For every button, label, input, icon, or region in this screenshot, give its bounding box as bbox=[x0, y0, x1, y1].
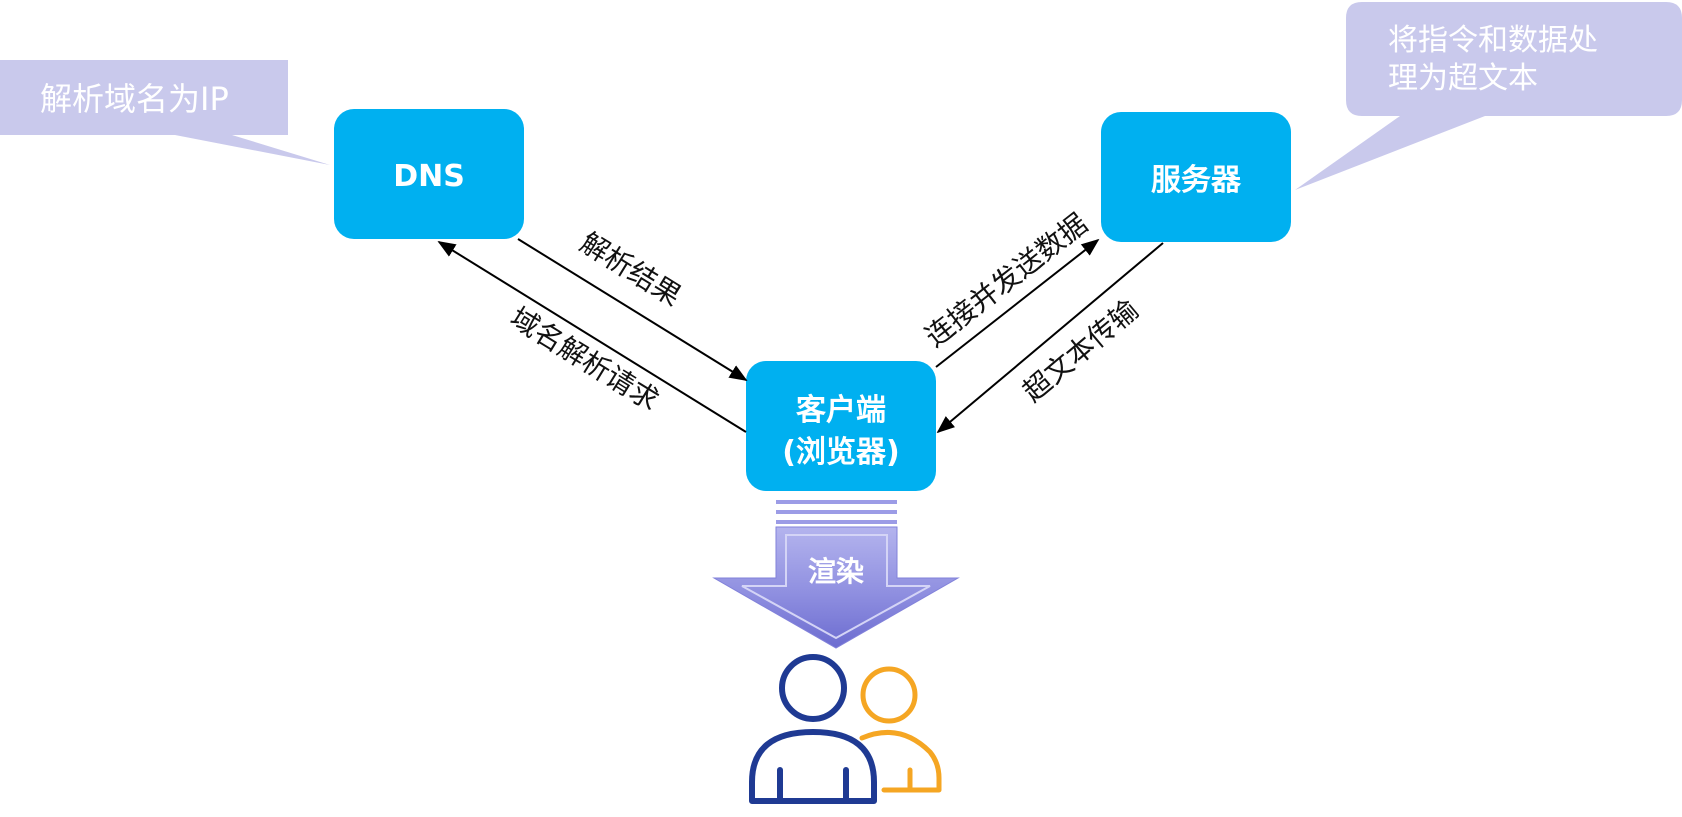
server-callout-line2: 理为超文本 bbox=[1388, 61, 1538, 96]
dns-callout: 解析域名为IP bbox=[0, 60, 330, 165]
client-node-label-line2: (浏览器) bbox=[782, 435, 899, 470]
server-node: 服务器 bbox=[1101, 112, 1291, 242]
edge-resolve-result-label: 解析结果 bbox=[574, 226, 687, 313]
render-stripe-2 bbox=[776, 510, 897, 514]
server-callout-bubble bbox=[1295, 2, 1682, 190]
dns-node: DNS bbox=[334, 109, 524, 239]
render-stripe-1 bbox=[776, 500, 897, 504]
dns-node-label: DNS bbox=[393, 159, 465, 194]
dns-callout-bubble bbox=[0, 60, 330, 165]
dns-node-box bbox=[334, 109, 524, 239]
render-arrow-shape bbox=[712, 526, 960, 649]
server-callout: 将指令和数据处 理为超文本 bbox=[1295, 2, 1682, 190]
client-node-box bbox=[746, 361, 936, 491]
user-secondary-icon bbox=[859, 666, 942, 793]
client-node: 客户端 (浏览器) bbox=[746, 361, 936, 491]
users-icon bbox=[749, 654, 942, 804]
user-primary-icon bbox=[749, 654, 877, 804]
render-label: 渲染 bbox=[808, 555, 864, 588]
render-arrow: 渲染 bbox=[712, 500, 960, 649]
server-node-label: 服务器 bbox=[1151, 163, 1242, 198]
render-stripe-3 bbox=[776, 520, 897, 524]
edge-connect-send bbox=[935, 238, 1100, 368]
server-node-box bbox=[1101, 112, 1291, 242]
edge-resolve-result bbox=[517, 238, 748, 381]
dns-callout-text: 解析域名为IP bbox=[40, 80, 229, 118]
edge-resolve-request bbox=[437, 241, 747, 433]
edge-resolve-request-label: 域名解析请求 bbox=[504, 301, 664, 417]
render-arrow-highlight bbox=[741, 534, 931, 640]
client-node-label-line1: 客户端 bbox=[796, 393, 886, 428]
edge-hypertext-transfer bbox=[936, 242, 1164, 434]
server-callout-line1: 将指令和数据处 bbox=[1388, 23, 1598, 58]
edge-connect-send-label: 连接并发送数据 bbox=[919, 207, 1094, 354]
